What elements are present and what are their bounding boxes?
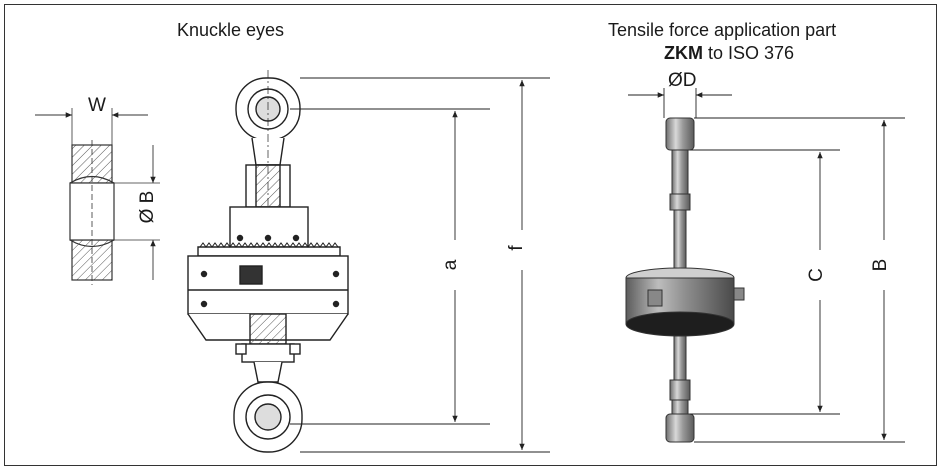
load-cell-body bbox=[187, 255, 349, 315]
right-title-line2: ZKM to ISO 376 bbox=[664, 43, 794, 64]
dim-lines-right bbox=[628, 88, 905, 443]
load-cell-assembly bbox=[187, 70, 349, 453]
dim-label-ob: Ø B bbox=[137, 190, 158, 224]
zkm-tensile-part bbox=[625, 117, 745, 443]
dim-label-w: W bbox=[88, 95, 106, 116]
dim-label-a: a bbox=[440, 259, 461, 271]
right-title-bold: ZKM bbox=[664, 43, 703, 63]
right-title-rest: to ISO 376 bbox=[703, 43, 795, 63]
right-title-line1: Tensile force application part bbox=[608, 20, 837, 40]
knuckle-eye-section bbox=[35, 108, 160, 285]
left-title: Knuckle eyes bbox=[177, 20, 285, 40]
dim-label-b: B bbox=[870, 258, 891, 272]
dim-label-od: ØD bbox=[668, 70, 697, 91]
dim-label-c: C bbox=[806, 268, 827, 282]
dim-lines-center bbox=[290, 77, 550, 453]
dim-label-f: f bbox=[506, 245, 527, 251]
drawing-frame bbox=[4, 4, 937, 466]
